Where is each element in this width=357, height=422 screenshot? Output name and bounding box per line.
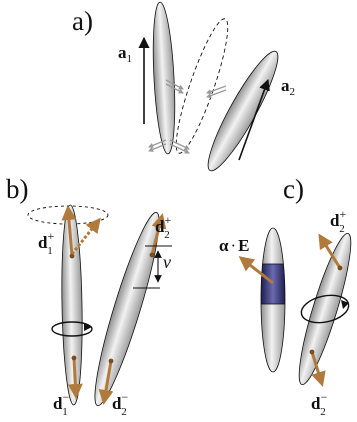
rod-ghost	[175, 18, 229, 154]
rod-b2	[94, 211, 160, 407]
panel-a: a) a1 a2	[72, 1, 295, 172]
label-c-d2-minus: d−2	[311, 390, 327, 418]
panel-b-label: b)	[6, 174, 29, 204]
dipole-b1-plus-projection	[70, 217, 101, 255]
dipole-b1-minus-dot	[71, 355, 77, 361]
dipole-b1-plus-dot	[69, 253, 75, 259]
dipole-c2-minus	[310, 351, 326, 387]
panel-c-label: c)	[283, 174, 304, 204]
dipole-b2-plus	[150, 213, 167, 256]
dipole-c2-plus	[318, 233, 342, 269]
spin-arrowhead-c2	[341, 300, 349, 309]
label-d1-minus: d−1	[53, 390, 69, 418]
panel-c: c) α·E d+2 d−2	[219, 174, 352, 418]
dipole-c2-minus-dot	[309, 349, 315, 355]
label-d1-plus: d+1	[38, 229, 54, 257]
spin-ring-c2	[300, 294, 350, 324]
dipole-b1-minus	[67, 357, 83, 399]
dipole-b2-minus-dot	[108, 358, 114, 364]
rod-b1	[61, 204, 83, 406]
label-c-d2-plus: d+2	[330, 207, 346, 235]
label-d2-plus: d+2	[155, 213, 171, 241]
dipole-c2-plus-dot	[337, 265, 343, 271]
field-coupling-arrow	[238, 256, 274, 285]
rod-c2	[298, 232, 352, 386]
vector-a2-arrow	[238, 78, 270, 161]
dipole-b1-plus	[61, 205, 77, 257]
rod-c1	[260, 227, 286, 373]
panel-a-label: a)	[72, 6, 93, 36]
spin-ring-b1	[51, 321, 93, 337]
field-coupling-label: α·E	[219, 236, 250, 255]
polarization-band	[261, 264, 285, 304]
spin-arrowhead-b1	[84, 323, 92, 331]
vector-a2-label: a2	[281, 76, 295, 98]
spacing-bracket	[133, 245, 172, 289]
rotation-hint-arrows	[148, 79, 227, 154]
label-d2-minus: d−2	[112, 390, 128, 418]
rod-a2	[207, 50, 279, 172]
rod-a1	[152, 1, 176, 155]
spacing-label: ν	[163, 252, 171, 272]
dipole-b2-minus	[98, 360, 114, 405]
vector-a1-label: a1	[118, 43, 132, 65]
panel-b: b) ν d+1 d+2	[6, 174, 172, 418]
dipole-b2-plus-dot	[149, 252, 155, 258]
